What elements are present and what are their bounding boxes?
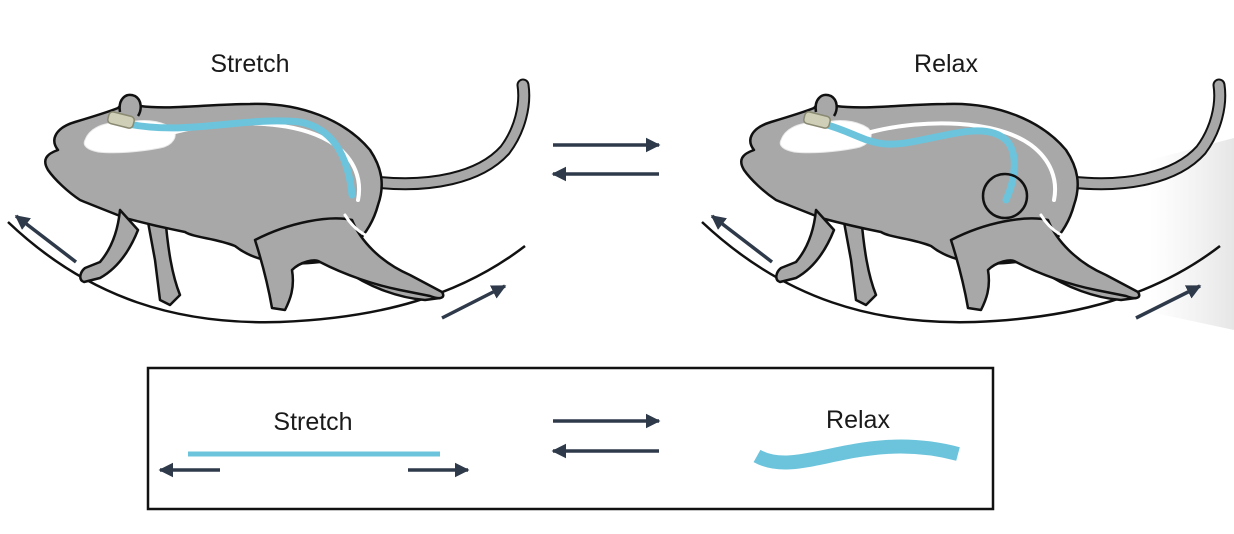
implant-connector — [107, 111, 135, 129]
panel-relax: Relax — [701, 50, 1220, 324]
motion-arrow-left-up — [710, 214, 774, 264]
motion-arrow-right-up — [1135, 284, 1202, 320]
legend-relax-fiber — [753, 439, 960, 470]
legend-stretch-label: Stretch — [273, 408, 352, 436]
motion-arrow-right-up — [441, 284, 507, 320]
implant-fiber-relaxed — [820, 120, 1018, 204]
implant-connector — [803, 111, 831, 129]
legend-box: Stretch Relax — [146, 366, 995, 511]
mouse-stretch — [45, 85, 524, 310]
equilibrium-arrows-top — [551, 137, 661, 182]
implant-tip-highlight-circle — [981, 172, 1029, 220]
legend-relax-label: Relax — [826, 406, 890, 434]
mouse-relax — [741, 85, 1220, 310]
legend-frame — [146, 366, 995, 511]
panel-stretch: Stretch — [7, 50, 525, 324]
panel-title-stretch: Stretch — [210, 50, 289, 78]
motion-arrow-left-up — [14, 214, 78, 264]
light-cone — [1150, 138, 1234, 330]
implant-fiber-stretched — [124, 117, 356, 199]
panel-title-relax: Relax — [914, 50, 978, 78]
